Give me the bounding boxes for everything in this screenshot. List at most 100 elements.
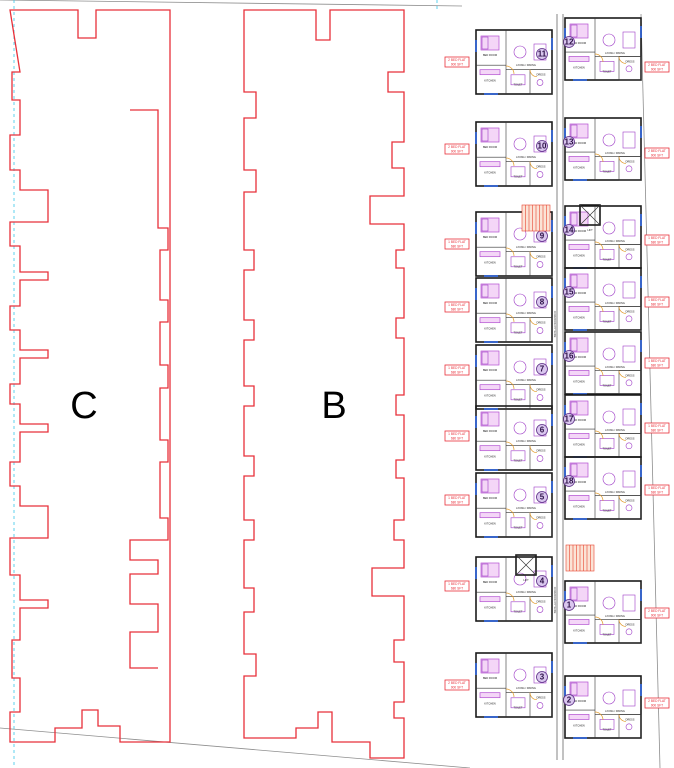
toilet-fixture-icon [625, 315, 633, 323]
dining-table-icon [513, 45, 527, 59]
unit-number-badge [563, 694, 575, 706]
room-label-bed: BED ROOM [572, 699, 586, 703]
unit-number: 1 [567, 601, 572, 610]
room-label-living: LIVING / DINING [605, 365, 625, 369]
room-label-toilet: TOILET [602, 319, 611, 323]
room-label-toilet: TOILET [513, 398, 522, 402]
dining-table-icon [602, 410, 616, 424]
room-label-toilet: TOILET [513, 459, 522, 463]
toilet-fixture-icon [536, 455, 544, 462]
unit-number-badge [563, 599, 575, 611]
corridor-label-lower: CORRIDOR 6'0" WIDE [553, 587, 557, 614]
room-label-living: LIVING / DINING [605, 151, 625, 155]
block-b-outline [243, 9, 405, 759]
unit-number-badge [536, 424, 548, 436]
room-label-dress: DRESS [626, 373, 635, 377]
room-label-toilet: TOILET [602, 169, 611, 173]
lift-upper: LIFT [579, 204, 601, 232]
toilet-fixture-icon [625, 628, 633, 636]
area-tag-size: 680 SFT [451, 245, 463, 249]
bed-icon [569, 23, 589, 39]
room-label-kitchen: KITCHEN [573, 165, 585, 169]
unit-number: 2 [567, 696, 572, 705]
room-label-kitchen: KITCHEN [573, 723, 585, 727]
room-label-living: LIVING / DINING [516, 439, 536, 443]
area-tag-type: 1 BED FLAT [648, 236, 666, 240]
area-tag-size: 680 SFT [651, 364, 663, 368]
room-label-toilet: TOILET [602, 632, 611, 636]
room-label-dress: DRESS [626, 59, 635, 63]
toilet-fixture-icon [536, 702, 544, 709]
area-tag-type: 1 BED FLAT [448, 303, 466, 307]
room-label-kitchen: KITCHEN [573, 379, 585, 383]
kitchen-counter-icon [568, 495, 590, 501]
room-label-toilet: TOILET [513, 265, 522, 269]
toilet-fixture-icon [536, 327, 544, 334]
room-label-bed: BED ROOM [483, 301, 497, 305]
room-label-living: LIVING / DINING [516, 155, 536, 159]
unit-number: 3 [540, 673, 545, 682]
room-label-toilet: TOILET [513, 610, 522, 614]
room-label-dress: DRESS [537, 321, 546, 325]
room-label-bed: BED ROOM [572, 41, 586, 45]
room-label-bed: BED ROOM [483, 368, 497, 372]
toilet-fixture-icon [536, 394, 544, 401]
room-label-kitchen: KITCHEN [484, 327, 496, 331]
room-label-living: LIVING / DINING [516, 63, 536, 67]
unit-number-badge [536, 671, 548, 683]
dining-table-icon [602, 283, 616, 297]
kitchen-counter-icon [568, 714, 590, 720]
room-label-bed: BED ROOM [572, 418, 586, 422]
area-tag-type: 2 BED FLAT [648, 63, 666, 67]
area-tag-size: 900 SFT [451, 63, 463, 67]
central-corridor: CORRIDOR 6'0" WIDE CORRIDOR 6'0" WIDE [553, 14, 564, 760]
staircase-lower [565, 544, 595, 572]
room-label-kitchen: KITCHEN [573, 628, 585, 632]
room-label-bed: BED ROOM [483, 429, 497, 433]
block-a-units: LIVING / DINING BED ROOM KITCHEN TOILET DRES… [475, 17, 642, 739]
unit-number: 7 [540, 365, 545, 374]
unit-number: 18 [565, 477, 574, 486]
toilet-fixture-icon [536, 522, 544, 529]
kitchen-counter-icon [568, 306, 590, 312]
room-label-living: LIVING / DINING [516, 686, 536, 690]
area-tag-type: 1 BED FLAT [648, 486, 666, 490]
room-label-living: LIVING / DINING [605, 709, 625, 713]
area-tag-type: 1 BED FLAT [648, 359, 666, 363]
area-tag-size: 680 SFT [451, 371, 463, 375]
unit-number-badge [536, 48, 548, 60]
unit-number-badge [536, 491, 548, 503]
room-label-toilet: TOILET [513, 706, 522, 710]
room-label-bed: BED ROOM [483, 676, 497, 680]
dining-table-icon [602, 596, 616, 610]
area-tag-size: 900 SFT [651, 68, 663, 72]
kitchen-counter-icon [479, 317, 501, 324]
room-label-kitchen: KITCHEN [484, 702, 496, 706]
room-label-dress: DRESS [626, 436, 635, 440]
block-label-c: C [70, 385, 97, 427]
room-label-dress: DRESS [626, 309, 635, 313]
room-label-bed: BED ROOM [483, 496, 497, 500]
bed-icon [569, 211, 589, 227]
unit-number-badge [563, 36, 575, 48]
unit-number: 12 [565, 38, 574, 47]
area-tag-size: 900 SFT [651, 704, 663, 708]
kitchen-counter-icon [479, 384, 501, 391]
room-label-dress: DRESS [626, 247, 635, 251]
room-label-toilet: TOILET [602, 257, 611, 261]
kitchen-counter-icon [479, 69, 501, 76]
